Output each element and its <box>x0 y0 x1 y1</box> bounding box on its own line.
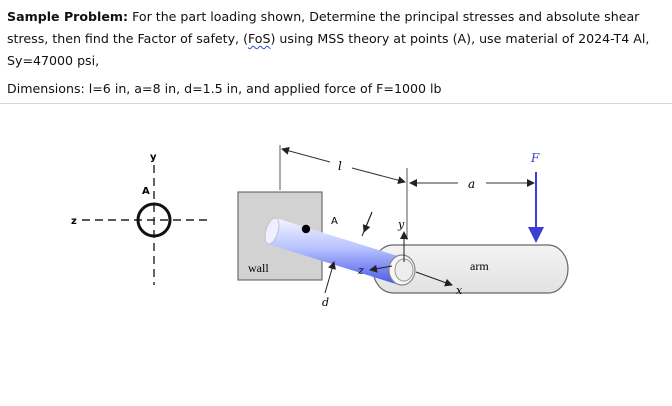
cross-section-point-a-label: A <box>142 186 150 197</box>
dim-l-arrow-left <box>281 146 331 163</box>
wall-label: wall <box>248 261 269 275</box>
z-axis-arrow <box>369 264 393 273</box>
rod-end-wall <box>264 217 280 245</box>
dim-d-arrow-up <box>324 261 336 294</box>
dim-l-arrow-right <box>351 167 406 185</box>
problem-statement: Sample Problem: For the part loading sho… <box>7 6 659 72</box>
z-axis-label: z <box>357 264 364 277</box>
y-axis-label: y <box>397 218 405 231</box>
arm-label: arm <box>470 259 489 273</box>
problem-heading: Sample Problem: <box>7 9 129 24</box>
dim-d-arrow-down <box>362 211 373 233</box>
force-label: F <box>530 151 540 165</box>
fos-abbreviation: FoS <box>247 31 271 46</box>
dim-d-label: d <box>322 296 329 309</box>
cross-section-circle <box>136 202 172 238</box>
point-a-label: A <box>331 216 338 227</box>
dim-a-label: a <box>468 177 475 191</box>
x-axis-label: x <box>456 284 463 297</box>
dim-l-label: l <box>338 159 342 173</box>
problem-text-part1: For the part loading shown, Determine th… <box>7 9 640 46</box>
point-a-marker <box>301 224 311 234</box>
problem-text-part2: ) using MSS theory at points (A), use ma… <box>7 31 650 68</box>
cross-section-y-label: y <box>150 152 157 163</box>
loading-diagram: wall arm A l a F y x z <box>237 145 569 309</box>
x-axis-arrow <box>415 271 453 287</box>
rod-end-inner <box>394 258 414 282</box>
cross-section-diagram: y A z <box>71 152 212 285</box>
cross-section-z-label: z <box>71 216 77 227</box>
dimensions-statement: Dimensions: l=6 in, a=8 in, d=1.5 in, an… <box>7 81 442 96</box>
section-divider <box>0 103 672 104</box>
